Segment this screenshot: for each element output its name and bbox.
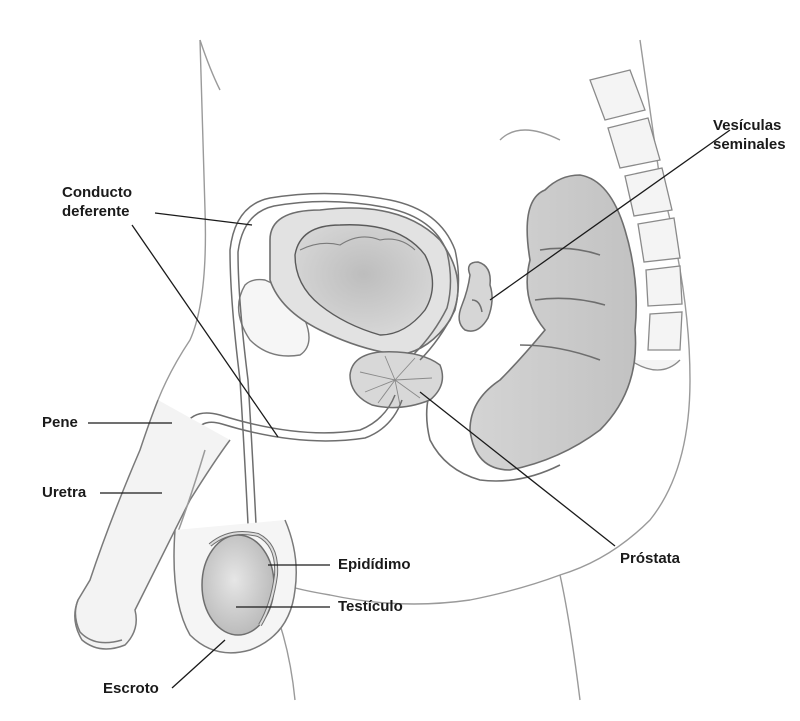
- leader-prostata: [419, 391, 616, 547]
- label-vesiculas-seminales: Vesículas seminales: [713, 116, 786, 154]
- label-conducto-line1: Conducto: [62, 184, 132, 201]
- label-pene: Pene: [42, 414, 78, 431]
- label-uretra: Uretra: [42, 484, 87, 501]
- label-prostata: Próstata: [620, 550, 681, 567]
- label-epididimo: Epidídimo: [338, 556, 411, 573]
- leader-vesiculas: [489, 129, 731, 301]
- prostate: [349, 351, 444, 409]
- label-escroto: Escroto: [103, 680, 159, 697]
- label-vesiculas-line2: seminales: [713, 136, 786, 153]
- leader-conducto-a: [154, 212, 253, 226]
- leader-conducto-b: [131, 224, 279, 438]
- leader-escroto: [171, 639, 226, 689]
- label-conducto-deferente: Conducto deferente: [62, 183, 132, 221]
- penis: [74, 399, 231, 650]
- vas-deferens: [229, 192, 460, 566]
- seminal-vesicles: [458, 261, 493, 332]
- bladder: [269, 207, 459, 356]
- spine: [589, 69, 683, 371]
- pubic-bone: [237, 278, 310, 357]
- rectum: [425, 174, 638, 482]
- label-conducto-line2: deferente: [62, 203, 130, 220]
- testis: [201, 531, 279, 636]
- label-testiculo: Testículo: [338, 598, 403, 615]
- label-vesiculas-line1: Vesículas: [713, 117, 782, 134]
- leader-lines: [88, 129, 731, 689]
